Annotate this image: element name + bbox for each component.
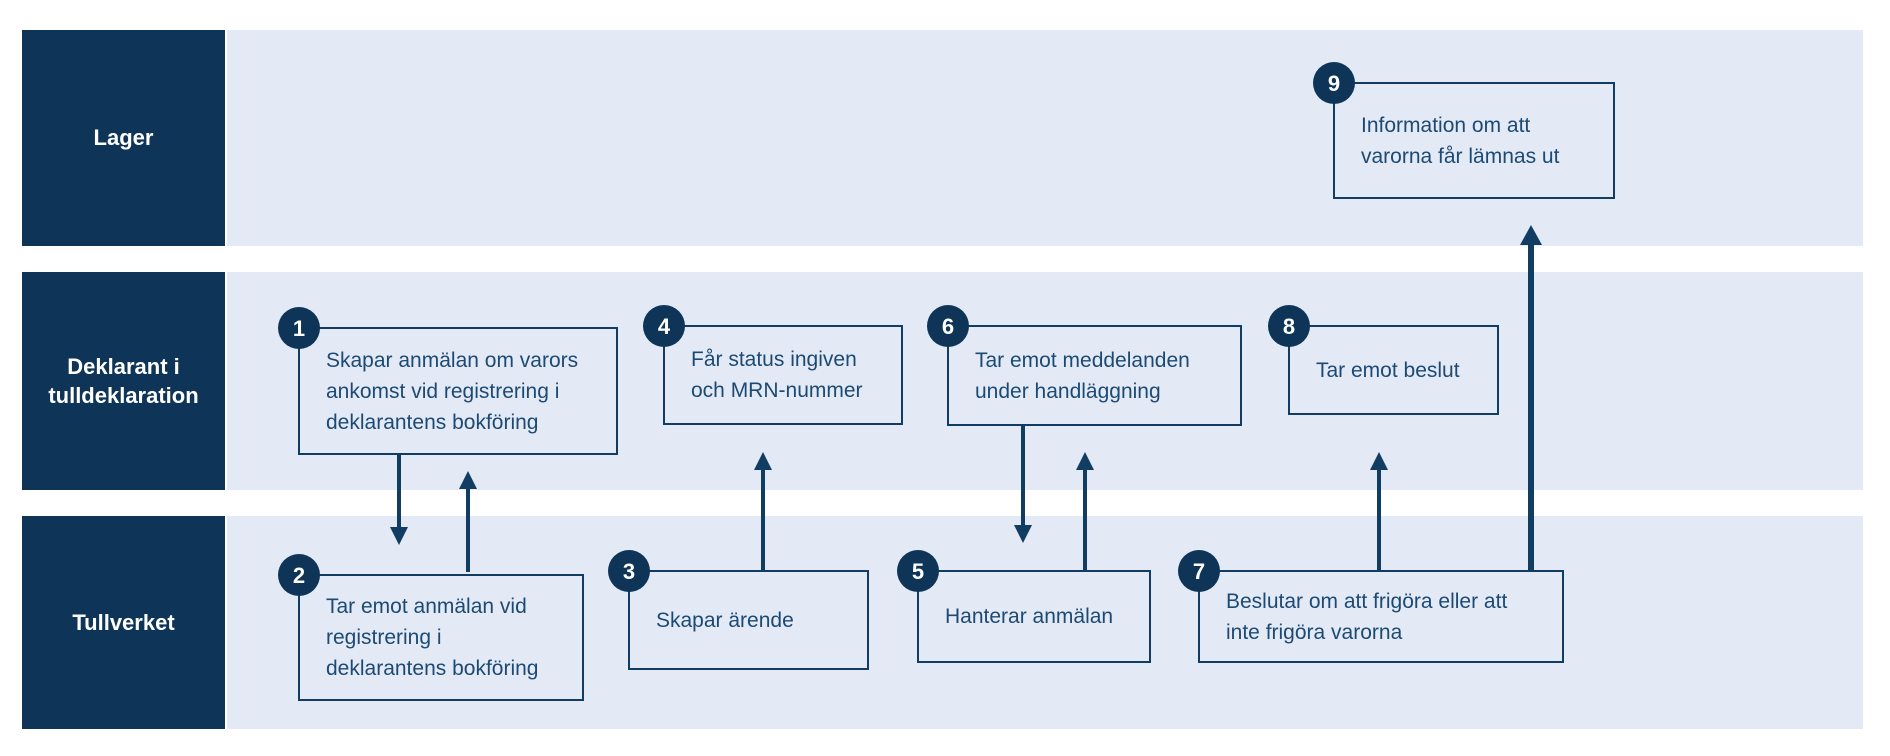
step-text: Tar emot meddelanden under handläggning [975, 348, 1190, 403]
step-text: Skapar ärende [656, 608, 794, 632]
step-text: Beslutar om att frigöra eller att inte f… [1226, 589, 1508, 644]
step-box-1: 1 Skapar anmälan om varors ankomst vid r… [278, 307, 618, 455]
arrow-3-to-4-arrowhead-icon [754, 452, 772, 470]
arrow-7-to-8-arrowhead-icon [1370, 452, 1388, 470]
arrow-1-to-2-shaft [397, 455, 401, 527]
lane-band-tullverket [227, 516, 1863, 729]
step-box-4: 4 Får status ingiven och MRN-nummer [643, 305, 903, 425]
lane-label-text: Deklarant i tulldeklaration [48, 353, 199, 408]
step-box-9: 9 Information om att varorna får lämnas … [1313, 62, 1615, 199]
step-box-3: 3 Skapar ärende [608, 550, 869, 670]
arrow-2-to-1-arrowhead-icon [459, 471, 477, 489]
arrow-3-to-4-shaft [761, 470, 765, 570]
arrow-7-to-9-arrowhead-icon [1520, 225, 1542, 245]
step-text: Information om att varorna får lämnas ut [1361, 113, 1560, 168]
lane-label-tullverket: Tullverket [22, 516, 225, 729]
step-text: Tar emot anmälan vid registrering i dekl… [326, 595, 539, 680]
step-box-6: 6 Tar emot meddelanden under handläggnin… [927, 305, 1242, 426]
arrow-6-to-5-shaft [1021, 426, 1025, 525]
step-number-badge: 6 [927, 305, 969, 347]
step-box-2: 2 Tar emot anmälan vid registrering i de… [278, 554, 584, 701]
step-box-8: 8 Tar emot beslut [1268, 305, 1499, 415]
step-number-badge: 3 [608, 550, 650, 592]
lane-label-text: Tullverket [72, 609, 175, 635]
step-text: Skapar anmälan om varors ankomst vid reg… [326, 348, 579, 434]
arrow-7-to-9-shaft [1528, 245, 1534, 570]
step-number-badge: 7 [1178, 550, 1220, 592]
step-number-badge: 9 [1313, 62, 1355, 104]
step-number-badge: 5 [897, 550, 939, 592]
lane-label-deklarant: Deklarant i tulldeklaration [22, 272, 225, 490]
step-box-5: 5 Hanterar anmälan [897, 550, 1151, 663]
lane-label-text: Lager [93, 125, 154, 151]
step-number-badge: 4 [643, 305, 685, 347]
step-text: Hanterar anmälan [945, 605, 1114, 628]
arrow-7-to-8-shaft [1377, 470, 1381, 570]
lane-band-lager [227, 30, 1863, 246]
arrow-5-to-6-arrowhead-icon [1076, 452, 1094, 470]
step-number-badge: 8 [1268, 305, 1310, 347]
arrow-1-to-2-arrowhead-icon [390, 527, 408, 545]
arrow-2-to-1-shaft [466, 489, 470, 572]
step-number-badge: 2 [278, 554, 320, 596]
step-box-7: 7 Beslutar om att frigöra eller att inte… [1178, 550, 1564, 663]
step-number-badge: 1 [278, 307, 320, 349]
arrow-6-to-5-arrowhead-icon [1014, 525, 1032, 543]
arrow-5-to-6-shaft [1083, 470, 1087, 570]
step-text: Får status ingiven och MRN-nummer [691, 348, 863, 402]
lane-label-lager: Lager [22, 30, 225, 246]
step-text: Tar emot beslut [1316, 358, 1460, 382]
